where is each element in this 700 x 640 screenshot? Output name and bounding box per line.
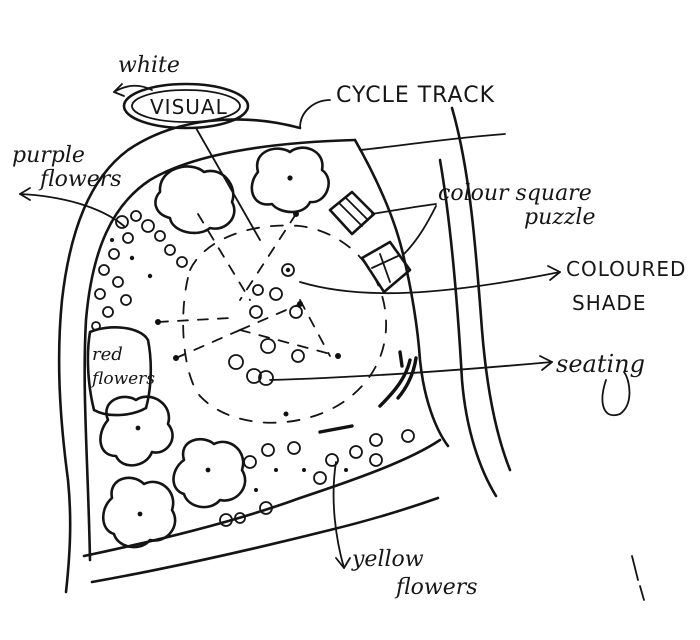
label-cycle-track: CYCLE TRACK — [336, 83, 495, 108]
label-white: white — [118, 53, 180, 78]
outer-road-edge — [57, 118, 302, 594]
central-plaza — [155, 211, 387, 424]
tree-bottom-middle — [172, 438, 247, 509]
visual-marker — [122, 82, 250, 130]
colour-square-puzzle — [328, 190, 412, 294]
tree-top — [250, 146, 330, 214]
outer-right-edge-a — [450, 106, 512, 472]
lower-outer-edge — [90, 496, 440, 584]
park-right-edge — [353, 138, 450, 448]
inner-road-edge — [83, 138, 357, 562]
annotation-leaders — [19, 83, 645, 601]
outer-right-edge-b — [438, 158, 498, 498]
purple-flower-clusters — [91, 210, 188, 331]
yellow-flower-clusters — [219, 429, 415, 527]
label-purple-line1: purple — [12, 143, 85, 168]
tree-top-left — [154, 165, 236, 235]
park-bottom-edge — [82, 438, 442, 558]
label-seating: seating — [556, 350, 645, 378]
label-yellow-line2: flowers — [394, 575, 478, 600]
label-red-line2: flowers — [90, 369, 155, 389]
label-red-line1: red — [92, 344, 123, 365]
tree-left-middle — [99, 395, 174, 467]
label-purple-line2: flowers — [38, 167, 122, 192]
label-coloured-line2: SHADE — [572, 291, 646, 315]
trees — [99, 146, 330, 549]
benches — [318, 350, 418, 434]
cycle-track-line — [359, 133, 506, 151]
seating-circles — [228, 263, 305, 386]
red-flower-bed — [86, 326, 153, 417]
label-yellow-line1: yellow — [351, 547, 424, 572]
label-colour-square-line1: colour square — [438, 181, 592, 206]
label-visual: VISUAL — [150, 95, 228, 119]
label-colour-square-line2: puzzle — [524, 205, 596, 230]
tree-bottom-left — [101, 476, 177, 549]
labels: white VISUAL CYCLE TRACK purple flowers … — [12, 53, 686, 600]
label-coloured-line1: COLOURED — [566, 257, 686, 281]
